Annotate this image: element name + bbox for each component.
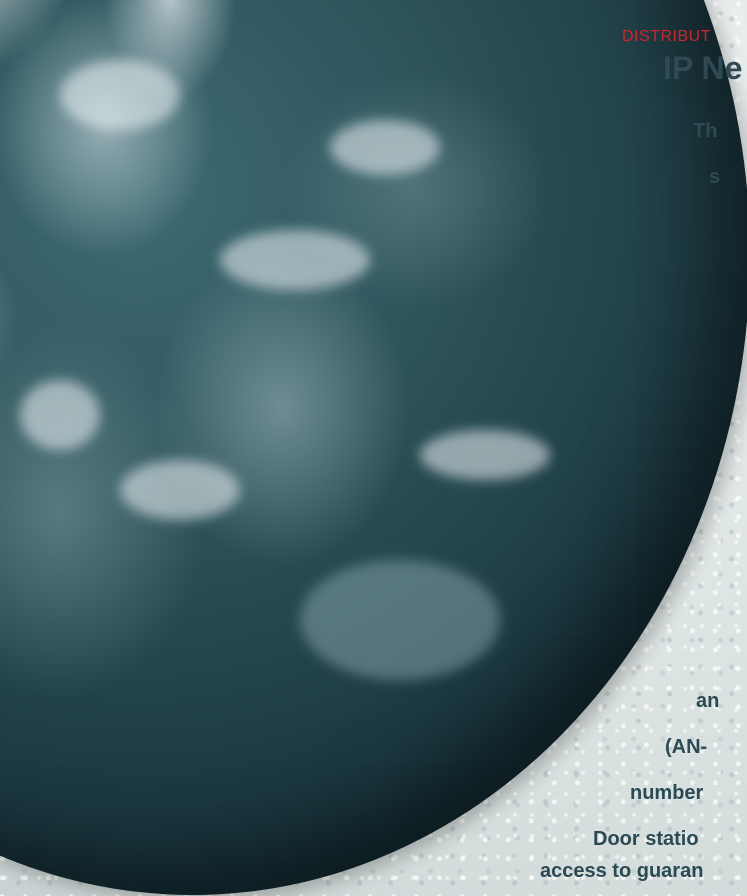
body-text-line: Th [693,120,718,142]
cloud-highlight [220,230,370,290]
body-text-line: Door statio [593,828,699,850]
body-text-line: an [696,690,720,712]
cloud-highlight [420,430,550,480]
section-kicker: DISTRIBUT [622,28,711,45]
body-text-line: access to guaran [540,860,704,882]
cloud-highlight [20,380,100,450]
body-text-line: s [709,166,721,188]
cloud-highlight [60,60,180,130]
body-text-line: (AN- [665,736,708,758]
cloud-highlight [300,560,500,680]
cloud-highlight [120,460,240,520]
cloud-highlight [330,120,440,175]
body-text-line: number [630,782,704,804]
page-title: IP Ne [663,50,743,86]
